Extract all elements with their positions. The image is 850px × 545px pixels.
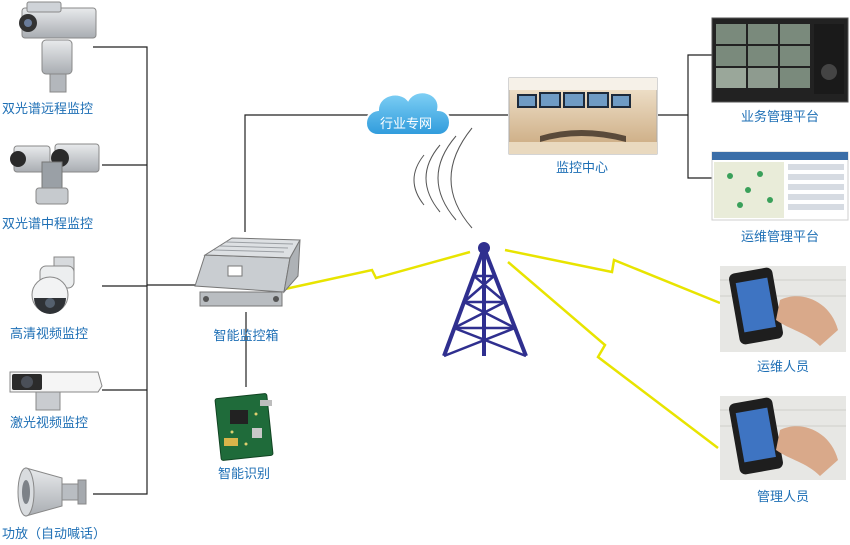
ai-module-label: 智能识别: [217, 466, 271, 481]
connection-lines: [93, 46, 712, 495]
cloud-icon: [365, 91, 451, 136]
user-label-manager: 管理人员: [756, 489, 810, 504]
camera-label-laser: 激光视频监控: [10, 415, 89, 430]
platform-label-ops: 运维管理平台: [740, 229, 820, 244]
smartphone-icon: [720, 396, 846, 480]
video-wall-screen-icon: [711, 17, 849, 103]
long-range-ptz-camera-icon: [19, 1, 97, 93]
speaker-label: 功放（自动喊话）: [2, 526, 107, 541]
camera-label-mid-range: 双光谱中程监控: [2, 216, 94, 231]
camera-label-long-range: 双光谱远程监控: [2, 101, 94, 116]
user-label-ops: 运维人员: [756, 359, 810, 374]
bullet-camera-icon: [9, 371, 103, 411]
camera-label-hd: 高清视频监控: [10, 326, 89, 341]
monitor-box-icon: [194, 237, 301, 307]
smartphone-icon: [720, 266, 846, 352]
signal-tower-icon: [413, 127, 528, 358]
map-dashboard-icon: [711, 151, 849, 221]
platform-label-business: 业务管理平台: [740, 109, 820, 124]
hub-label: 智能监控箱: [213, 328, 279, 343]
wireless-links: [284, 248, 721, 449]
dome-camera-icon: [31, 256, 75, 314]
monitoring-center-icon: [508, 77, 658, 155]
circuit-board-icon: [214, 393, 274, 461]
dual-spectrum-camera-icon: [10, 143, 100, 205]
horn-speaker-icon: [17, 467, 87, 517]
network-label: 行业专网: [379, 116, 433, 131]
center-label: 监控中心: [555, 160, 609, 175]
